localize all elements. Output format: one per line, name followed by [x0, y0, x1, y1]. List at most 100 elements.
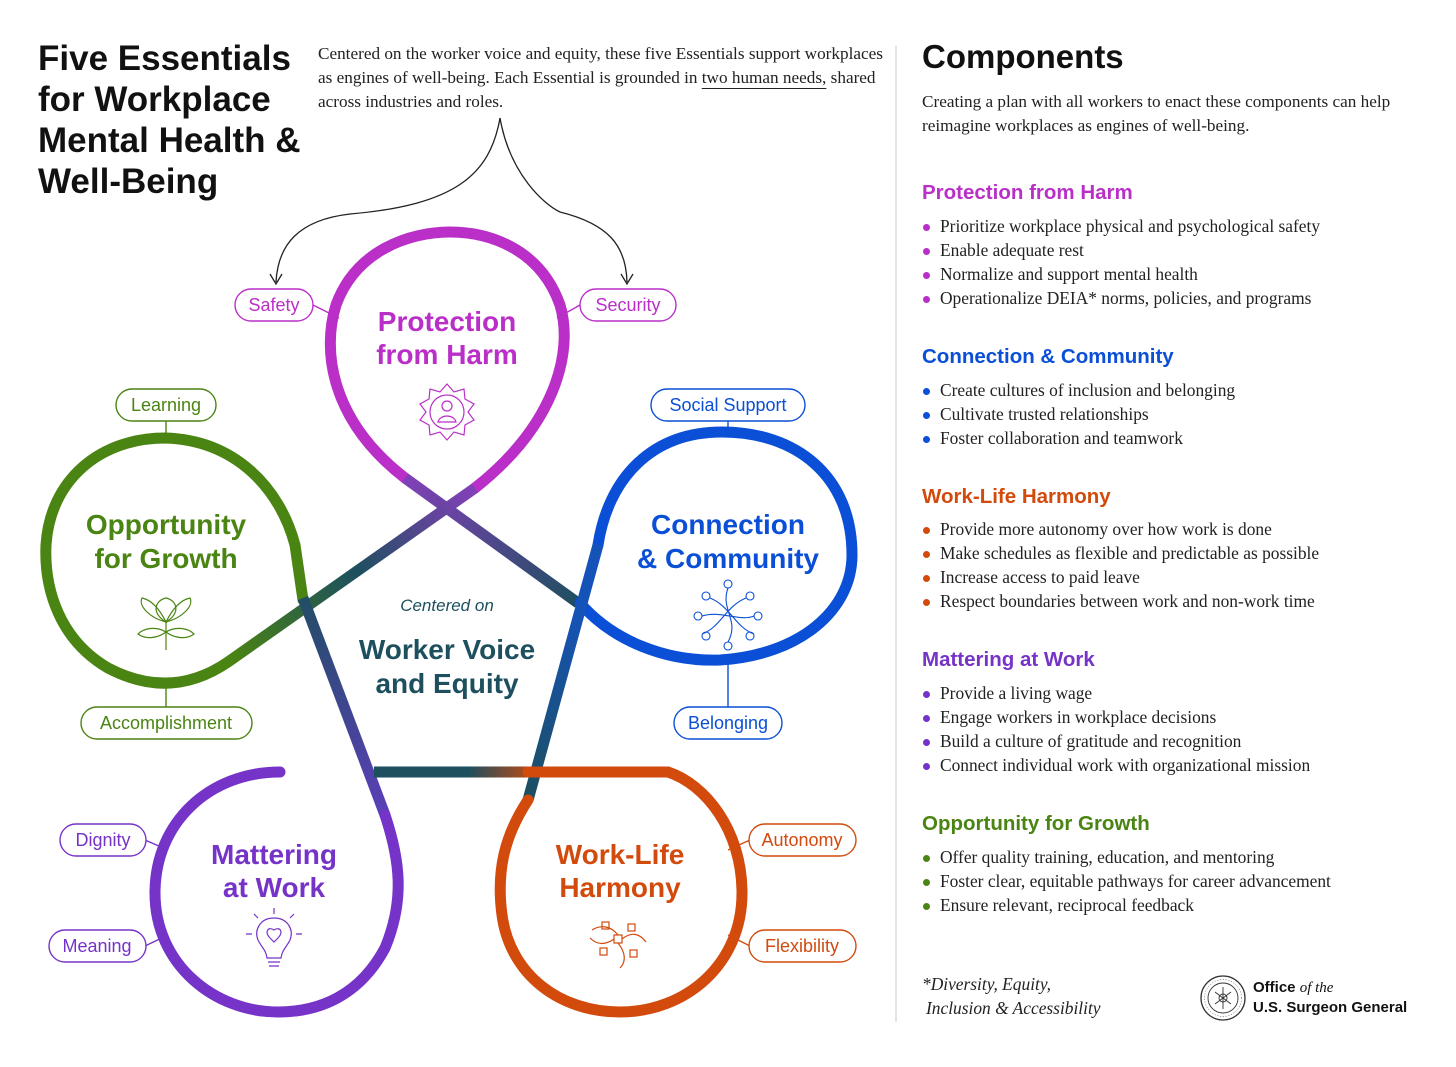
growth-title-line1: Opportunity [86, 509, 247, 540]
bullet-dot [923, 296, 930, 303]
safety-connector [312, 304, 340, 319]
section-heading-growth: Opportunity for Growth [922, 812, 1150, 835]
security-pill [579, 288, 677, 322]
safety-pill [234, 288, 314, 322]
security-connector [556, 304, 581, 319]
network-icon [693, 579, 763, 651]
intro-underlined-phrase: two human needs, [701, 68, 827, 87]
mattering-loop [149, 766, 404, 1018]
intro-text: Centered on the worker voice and equity,… [318, 42, 893, 114]
intro-text-end: shared across industries and roles. [318, 68, 876, 111]
list-item: Foster clear, equitable pathways for car… [922, 869, 1331, 893]
autonomy-pill [748, 823, 857, 857]
flexibility-pill [748, 929, 857, 963]
section-heading-connection: Connection & Community [922, 345, 1174, 368]
components-title: Components [922, 38, 1124, 75]
social-support-label: Social Support [669, 395, 786, 415]
connection-title-line1: Connection [651, 509, 805, 540]
mattering-title-line1: Mattering [211, 839, 337, 870]
person-badge-icon [419, 383, 475, 441]
list-item: Provide a living wage [922, 681, 1310, 705]
list-item: Provide more autonomy over how work is d… [922, 517, 1319, 541]
list-item: Prioritize workplace physical and psycho… [922, 214, 1320, 238]
bullet-dot [923, 575, 930, 582]
section-heading-worklife: Work-Life Harmony [922, 485, 1111, 508]
worklife-title-line2: Harmony [559, 872, 681, 903]
protection-title-line2: from Harm [376, 339, 518, 370]
ribbon-connection-worklife [522, 543, 604, 802]
connection-loop [574, 426, 858, 666]
lightbulb-icon [246, 908, 302, 967]
deia-footnote: *Diversity, Equity, Inclusion & Accessib… [922, 972, 1101, 1020]
autonomy-connector [727, 839, 751, 851]
list-item: Create cultures of inclusion and belongi… [922, 378, 1235, 402]
section-list-worklife: Provide more autonomy over how work is d… [922, 517, 1319, 613]
ribbon-protection-connection [401, 473, 582, 608]
belonging-label: Belonging [688, 713, 768, 733]
worklife-loop [494, 766, 748, 1018]
pinwheel-icon [589, 921, 647, 969]
connection-title-line2: & Community [637, 543, 819, 574]
center-title-line1: Worker Voice [359, 634, 535, 665]
bullet-dot [923, 739, 930, 746]
dignity-label: Dignity [75, 830, 130, 850]
section-list-protection: Prioritize workplace physical and psycho… [922, 214, 1320, 310]
flexibility-connector [727, 934, 751, 947]
list-item: Connect individual work with organizatio… [922, 753, 1310, 777]
meaning-label: Meaning [62, 936, 131, 956]
section-list-connection: Create cultures of inclusion and belongi… [922, 378, 1235, 450]
protection-title-line1: Protection [378, 306, 516, 337]
social-support-pill [650, 388, 806, 422]
bullet-dot [923, 412, 930, 419]
belonging-pill [673, 706, 783, 740]
list-item: Normalize and support mental health [922, 262, 1320, 286]
bullet-dot [923, 855, 930, 862]
security-label: Security [595, 295, 660, 315]
worklife-title-line1: Work-Life [556, 839, 685, 870]
bullet-dot [923, 224, 930, 231]
autonomy-label: Autonomy [761, 830, 842, 850]
surgeon-general-seal-icon [1200, 975, 1246, 1021]
bullet-dot [923, 879, 930, 886]
list-item: Engage workers in workplace decisions [922, 705, 1310, 729]
arrowhead-security [620, 273, 634, 286]
bullet-dot [923, 903, 930, 910]
list-item: Build a culture of gratitude and recogni… [922, 729, 1310, 753]
safety-label: Safety [248, 295, 299, 315]
growth-title-line2: for Growth [94, 543, 237, 574]
learning-pill [115, 388, 217, 422]
bullet-dot [923, 436, 930, 443]
bullet-dot [923, 691, 930, 698]
center-title-line2: and Equity [375, 668, 519, 699]
arrowhead-safety [269, 273, 283, 286]
five-essentials-diagram: Safety Security Social Support Belonging… [40, 117, 858, 1018]
arrow-to-security [499, 117, 628, 283]
list-item: Foster collaboration and teamwork [922, 426, 1235, 450]
accomplishment-label: Accomplishment [100, 713, 232, 733]
center-kicker: Centered on [400, 596, 494, 615]
dignity-connector [144, 839, 169, 851]
components-intro: Creating a plan with all workers to enac… [922, 92, 1391, 135]
learning-label: Learning [131, 395, 201, 415]
sprout-icon [137, 597, 195, 650]
list-item: Enable adequate rest [922, 238, 1320, 262]
bullet-dot [923, 527, 930, 534]
flexibility-label: Flexibility [765, 936, 839, 956]
bullet-dot [923, 715, 930, 722]
meaning-connector [144, 934, 169, 947]
section-list-mattering: Provide a living wage Engage workers in … [922, 681, 1310, 777]
bullet-dot [923, 248, 930, 255]
list-item: Ensure relevant, reciprocal feedback [922, 893, 1331, 917]
meaning-pill [48, 929, 147, 963]
office-of-surgeon-general: Office of the U.S. Surgeon General [1253, 978, 1407, 1017]
column-divider [895, 46, 897, 1022]
list-item: Offer quality training, education, and m… [922, 845, 1331, 869]
office-line2: U.S. Surgeon General [1253, 999, 1408, 1016]
section-heading-protection: Protection from Harm [922, 181, 1133, 204]
needs-arrows [269, 117, 634, 286]
mattering-title-line2: at Work [223, 872, 326, 903]
section-list-growth: Offer quality training, education, and m… [922, 845, 1331, 917]
footnote-line2: Inclusion & Accessibility [926, 998, 1101, 1018]
accomplishment-pill [80, 706, 253, 740]
arrow-to-safety [275, 117, 501, 283]
